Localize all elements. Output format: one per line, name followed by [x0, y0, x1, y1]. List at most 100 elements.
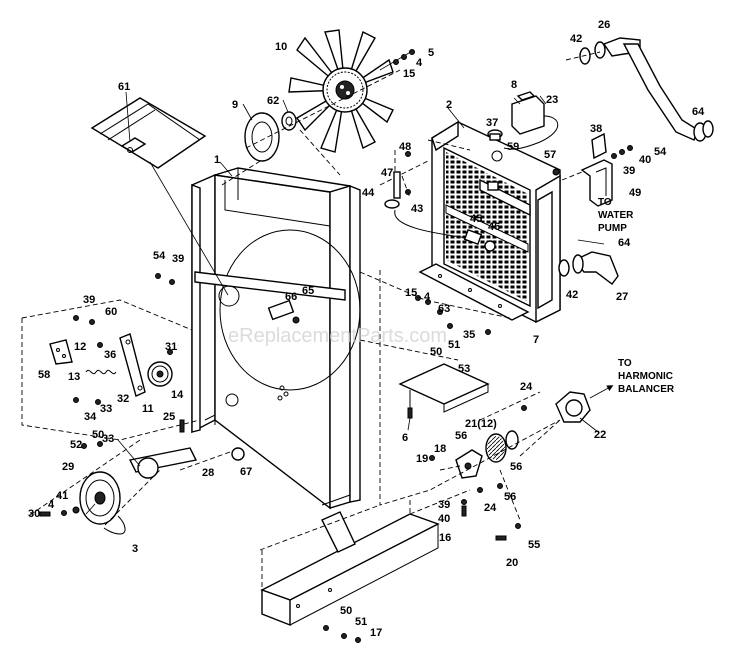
fan-bolts [379, 49, 415, 71]
callout-54a: 54 [153, 250, 166, 262]
bracket-58 [49, 339, 73, 365]
svg-text:PUMP: PUMP [598, 223, 627, 234]
radiator-mount-bar [418, 263, 530, 321]
callout-8: 8 [511, 79, 517, 91]
callout-4c: 4 [416, 57, 423, 69]
callout-58: 58 [38, 369, 50, 381]
callout-labels: 1 2 3 4 4 4 5 6 7 8 9 10 11 12 13 14 15 … [28, 19, 705, 639]
callout-57: 57 [544, 149, 556, 161]
callout-39d: 39 [438, 499, 450, 511]
callout-55: 55 [528, 539, 540, 551]
leader-lines [85, 91, 599, 515]
callout-24b: 24 [484, 502, 497, 514]
callout-50b: 50 [430, 346, 442, 358]
callout-63: 63 [438, 303, 450, 315]
idler-pulley [147, 361, 173, 387]
radiator [431, 120, 561, 324]
callout-29: 29 [62, 461, 74, 473]
pulley-21 [485, 430, 519, 463]
callout-23: 23 [546, 94, 558, 106]
hose-clamp [579, 47, 714, 138]
inset-detail-61 [90, 97, 240, 307]
note-to-harmonic-balancer: TO HARMONIC BALANCER [618, 358, 675, 395]
callout-22: 22 [594, 429, 606, 441]
fasteners [39, 145, 633, 643]
projection-lines [21, 51, 601, 551]
svg-text:HARMONIC: HARMONIC [618, 371, 673, 382]
callout-6: 6 [402, 432, 408, 444]
callout-14: 14 [171, 389, 184, 401]
callout-47: 47 [381, 167, 393, 179]
watermark: eReplacementParts.com [228, 325, 447, 347]
callout-18: 18 [434, 443, 446, 455]
callout-5: 5 [428, 47, 434, 59]
callout-25: 25 [163, 411, 175, 423]
svg-text:WATER: WATER [598, 210, 634, 221]
callout-24a: 24 [520, 381, 533, 393]
callout-17: 17 [370, 627, 382, 639]
callout-42b: 42 [566, 289, 578, 301]
callout-40b: 40 [438, 513, 450, 525]
callout-4b: 4 [424, 291, 431, 303]
callout-41: 41 [56, 490, 68, 502]
callout-61: 61 [118, 81, 130, 93]
plate-53 [398, 363, 490, 419]
callout-53: 53 [458, 363, 470, 375]
callout-4a: 4 [48, 499, 55, 511]
radiator-frame [191, 167, 361, 510]
callout-39b: 39 [83, 294, 95, 306]
callout-27: 27 [616, 291, 628, 303]
callout-54b: 54 [654, 146, 667, 158]
callout-42a: 42 [570, 33, 582, 45]
idler-arm [119, 333, 146, 397]
callout-16: 16 [439, 532, 451, 544]
balancer-adapter [555, 385, 614, 423]
callout-19: 19 [416, 453, 428, 465]
callout-12: 12 [74, 341, 86, 353]
callout-15a: 15 [403, 68, 415, 80]
callout-67: 67 [240, 466, 252, 478]
callout-26: 26 [598, 19, 610, 31]
callout-43: 43 [411, 203, 423, 215]
callout-36: 36 [104, 349, 116, 361]
tension-spring [85, 369, 117, 375]
drive-belt [103, 515, 126, 535]
upper-hose [594, 37, 707, 142]
callout-21: 21(12) [465, 418, 497, 430]
callout-64a: 64 [692, 106, 705, 118]
callout-44: 44 [362, 187, 375, 199]
callout-39c: 39 [623, 165, 635, 177]
rail-link [321, 511, 356, 553]
bracket-18 [455, 449, 483, 479]
callout-51b: 51 [355, 616, 367, 628]
callout-48: 48 [399, 141, 411, 153]
callout-37: 37 [486, 117, 498, 129]
callout-32: 32 [117, 393, 129, 405]
callout-28: 28 [202, 467, 214, 479]
callout-51a: 51 [448, 339, 460, 351]
svg-text:TO: TO [598, 197, 612, 208]
callout-65: 65 [302, 285, 314, 297]
svg-text:BALANCER: BALANCER [618, 384, 675, 395]
callout-66: 66 [285, 291, 297, 303]
callout-56a: 56 [455, 430, 467, 442]
callout-49: 49 [629, 187, 641, 199]
cooling-fan [288, 29, 394, 153]
callout-64b: 64 [618, 237, 631, 249]
overflow-tank [503, 91, 559, 150]
callout-9: 9 [232, 99, 238, 111]
radiator-cap [487, 129, 503, 141]
callout-38: 38 [590, 123, 602, 135]
callout-45: 45 [470, 213, 482, 225]
note-to-water-pump: TO WATER PUMP [598, 197, 634, 234]
callout-34: 34 [84, 411, 97, 423]
callout-56c: 56 [504, 491, 516, 503]
callout-33a: 33 [100, 403, 112, 415]
bracket-49 [580, 132, 613, 207]
fan-spacer [244, 111, 297, 162]
callout-59: 59 [507, 141, 519, 153]
callout-7: 7 [533, 334, 539, 346]
callout-15b: 15 [405, 287, 417, 299]
callout-52: 52 [70, 439, 82, 451]
